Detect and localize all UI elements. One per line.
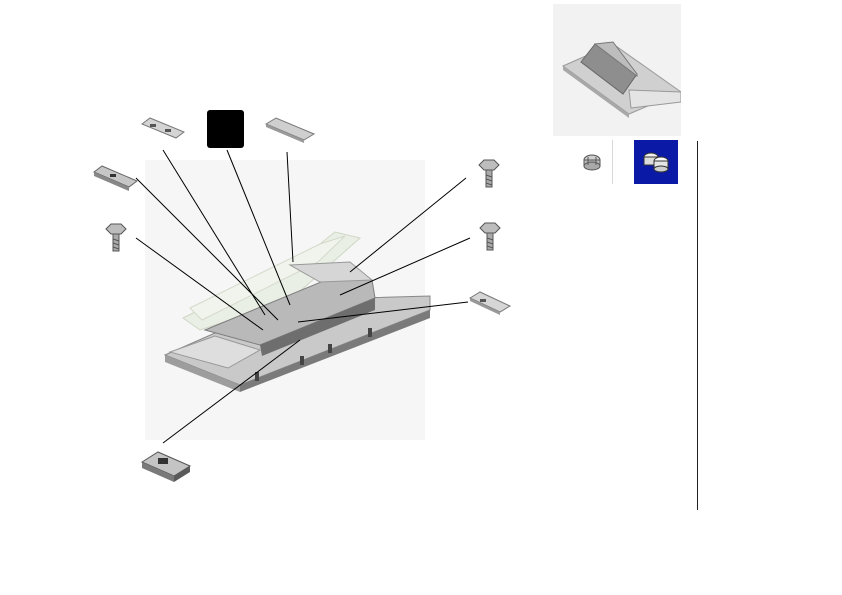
latch-icon	[140, 451, 192, 482]
clip-icon	[468, 291, 512, 315]
highlighted-part-marker[interactable]	[207, 110, 244, 148]
bracket-icon	[140, 117, 186, 139]
assembly-view-button[interactable]	[634, 140, 678, 184]
panel-divider	[697, 141, 698, 510]
single-part-icon	[583, 154, 601, 171]
multi-part-icon	[643, 152, 669, 173]
screw-icon	[479, 222, 501, 251]
sheet-tray-assembly	[163, 231, 431, 392]
part-view-button[interactable]	[572, 140, 613, 184]
leader-lines	[135, 149, 471, 444]
preview-thumbnail[interactable]	[553, 4, 683, 136]
screw-icon	[105, 223, 127, 252]
plate-icon	[264, 117, 316, 143]
rail-icon	[93, 165, 138, 191]
screw-icon	[478, 159, 500, 188]
